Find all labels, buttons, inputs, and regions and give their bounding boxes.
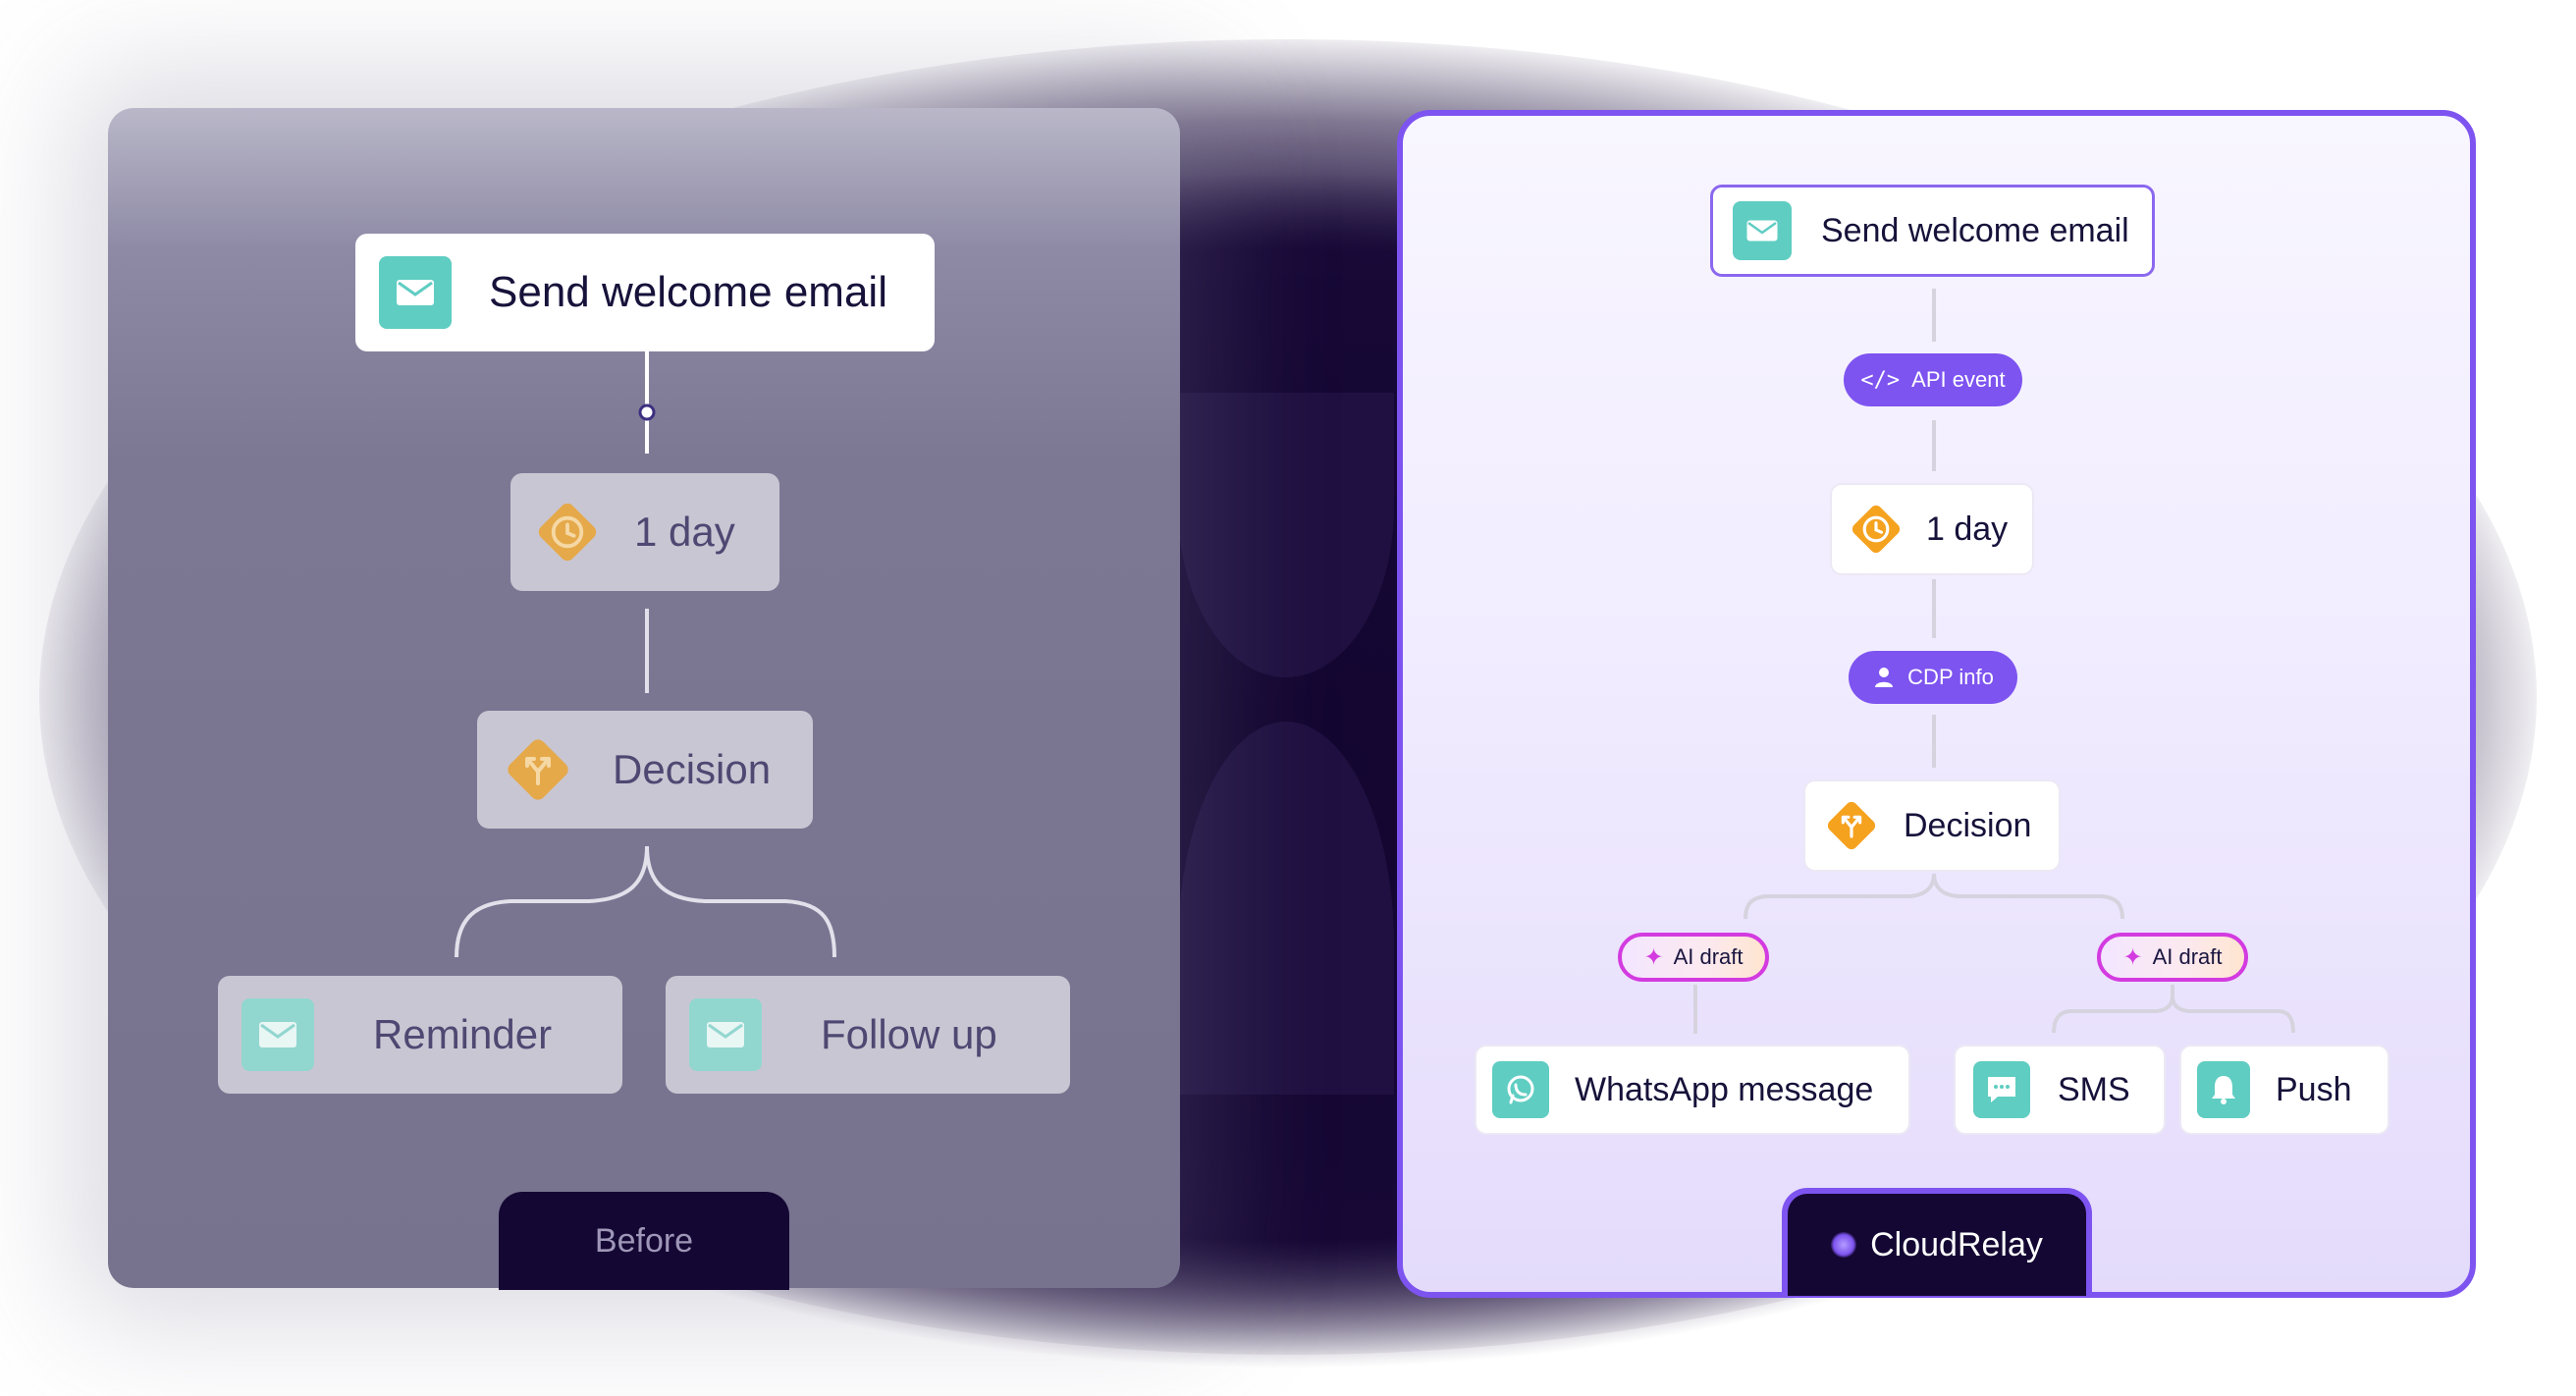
sms-node: SMS (1954, 1045, 2166, 1135)
clock-icon (528, 493, 607, 571)
cloudrelay-tab-label: CloudRelay (1870, 1225, 2043, 1263)
mail-icon (1733, 201, 1792, 260)
node-label: 1 day (1926, 510, 2009, 548)
node-label: Decision (1904, 806, 2032, 844)
node-label: WhatsApp message (1575, 1070, 1874, 1108)
clock-icon (1844, 497, 1908, 562)
cloudrelay-tab: CloudRelay (1782, 1188, 2092, 1296)
node-label: Send welcome email (1821, 211, 2129, 249)
before-tab: Before (499, 1192, 789, 1290)
node-label: Reminder (373, 1011, 553, 1057)
cloudrelay-decision-node: Decision (1803, 779, 2061, 872)
api-event-pill: </> API event (1844, 353, 2022, 406)
node-label: Decision (613, 746, 772, 792)
node-label: Push (2276, 1070, 2352, 1108)
cdp-info-pill: CDP info (1849, 651, 2017, 704)
cloudrelay-wait-node: 1 day (1830, 483, 2034, 575)
mail-icon (689, 998, 762, 1071)
before-follow-up-node: Follow up (666, 976, 1070, 1094)
node-label: SMS (2058, 1070, 2130, 1108)
split-arrows-icon (497, 728, 579, 811)
mail-icon (242, 998, 314, 1071)
divider-shape-bottom (1178, 722, 1394, 1095)
before-reminder-node: Reminder (218, 976, 622, 1094)
cloudrelay-send-welcome-email-node: Send welcome email (1710, 185, 2155, 277)
pill-label: CDP info (1907, 665, 1994, 689)
push-node: Push (2179, 1045, 2389, 1135)
code-icon: </> (1860, 367, 1901, 393)
ai-draft-pill-right: ✦ AI draft (2097, 933, 2248, 982)
sparkle-icon: ✦ (2122, 943, 2143, 971)
divider-shape-top (1178, 393, 1394, 677)
chat-bubble-icon (1973, 1061, 2030, 1118)
before-wait-node: 1 day (510, 473, 779, 591)
mail-icon (379, 256, 452, 329)
node-label: Follow up (821, 1011, 997, 1057)
split-arrows-icon (1819, 793, 1884, 858)
before-tab-label: Before (594, 1221, 694, 1260)
cloudrelay-logo-icon (1831, 1232, 1857, 1258)
pill-label: AI draft (1673, 944, 1744, 969)
whatsapp-icon (1492, 1061, 1549, 1118)
pill-label: AI draft (2152, 944, 2223, 969)
sparkle-icon: ✦ (1643, 943, 1664, 971)
node-label: Send welcome email (489, 268, 887, 316)
pill-label: API event (1911, 367, 2006, 392)
node-label: 1 day (634, 509, 735, 555)
before-decision-node: Decision (477, 711, 813, 829)
bell-icon (2197, 1061, 2250, 1118)
before-send-welcome-email-node: Send welcome email (355, 234, 935, 351)
whatsapp-message-node: WhatsApp message (1475, 1045, 1910, 1135)
user-icon (1875, 668, 1894, 687)
ai-draft-pill-left: ✦ AI draft (1618, 933, 1769, 982)
